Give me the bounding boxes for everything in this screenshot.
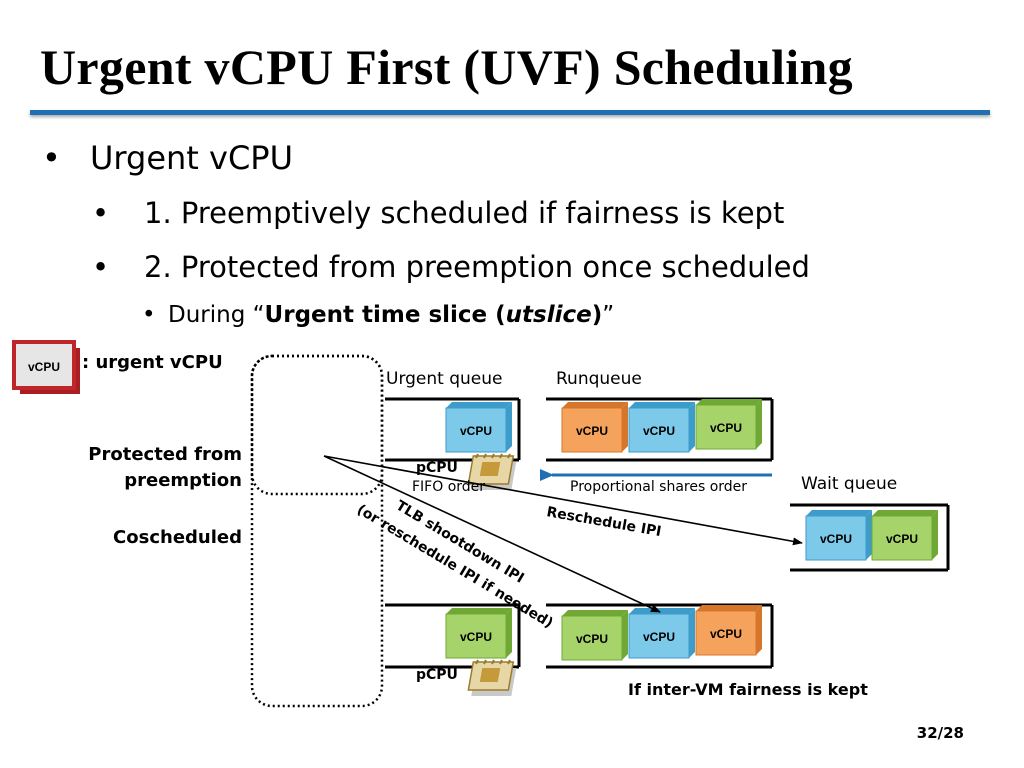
- bullet-level3-close: ): [591, 302, 603, 328]
- fifo-order-label: FIFO order: [412, 479, 486, 495]
- pcpu-label-top: pCPU: [416, 460, 458, 476]
- bullet-level2-1-text: 1. Preemptively scheduled if fairness is…: [144, 196, 785, 230]
- page-number: 32/28: [916, 724, 964, 742]
- fairness-condition-label: If inter-VM fairness is kept: [628, 680, 868, 699]
- vcpu-block-runqueue-bottom: vCPU: [628, 608, 695, 659]
- legend-text: : urgent vCPU: [82, 352, 223, 373]
- vcpu-block-wait-queue: vCPU: [805, 510, 872, 561]
- pcpu-chip-icon: [467, 453, 517, 490]
- wait-queue: [790, 503, 950, 572]
- bullet-level1-text: Urgent vCPU: [90, 139, 294, 177]
- proportional-order-label: Proportional shares order: [570, 479, 748, 495]
- vcpu-text: vCPU: [576, 632, 608, 646]
- bullet-level2-2: •2. Protected from preemption once sched…: [92, 250, 810, 284]
- vcpu-text: vCPU: [460, 630, 492, 644]
- vcpu-text: vCPU: [820, 532, 852, 546]
- protected-label-line1: Protected from: [88, 444, 242, 465]
- urgent-queue-label: Urgent queue: [386, 369, 503, 389]
- vcpu-text: vCPU: [643, 630, 675, 644]
- vcpu-block-runqueue-top: vCPU: [628, 402, 695, 453]
- pcpu-chip-icon: [467, 659, 517, 696]
- vcpu-text: vCPU: [643, 424, 675, 438]
- bullet-level3-prefix: During “: [168, 302, 265, 328]
- coscheduled-region-outline: [250, 354, 384, 708]
- vcpu-block-runqueue-top: vCPU: [561, 402, 628, 453]
- bullet-level3-bold: Urgent time slice (: [264, 302, 506, 328]
- legend-vcpu-text: vCPU: [28, 360, 60, 374]
- vcpu-block-urgent-bottom: vCPU: [445, 608, 512, 659]
- tlb-shootdown-arrow: [323, 455, 661, 613]
- vcpu-block-wait-queue: vCPU: [871, 510, 938, 561]
- vcpu-block-runqueue-top: vCPU: [695, 399, 762, 450]
- reschedule-ipi-label: Reschedule IPI: [545, 504, 662, 540]
- pcpu-label-bottom: pCPU: [416, 667, 458, 683]
- vcpu-block-runqueue-bottom: vCPU: [695, 605, 762, 656]
- protected-label-line2: preemption: [124, 470, 242, 491]
- wait-queue-label: Wait queue: [801, 474, 898, 494]
- bullet-level2-1: •1. Preemptively scheduled if fairness i…: [92, 196, 785, 230]
- reschedule-ipi-arrow: [323, 455, 803, 546]
- vcpu-block-runqueue-bottom: vCPU: [561, 610, 628, 661]
- bullet-level2-2-text: 2. Protected from preemption once schedu…: [144, 250, 810, 284]
- bullet-level3-suffix: ”: [602, 302, 615, 328]
- title-underline: [30, 110, 990, 115]
- bullet-level1: •Urgent vCPU: [42, 139, 294, 177]
- bullet-level3: •During “Urgent time slice (utslice)”: [142, 302, 615, 328]
- vcpu-text: vCPU: [710, 421, 742, 435]
- vcpu-text: vCPU: [886, 532, 918, 546]
- vcpu-text: vCPU: [460, 424, 492, 438]
- slide-title: Urgent vCPU First (UVF) Scheduling: [40, 39, 853, 95]
- legend-urgent-vcpu-box: vCPU: [12, 340, 80, 394]
- vcpu-text: vCPU: [710, 627, 742, 641]
- vcpu-block-urgent-top: vCPU: [445, 402, 512, 453]
- runqueue-label: Runqueue: [556, 369, 642, 389]
- vcpu-text: vCPU: [576, 424, 608, 438]
- coscheduled-label: Coscheduled: [113, 527, 242, 548]
- bullet-level3-italic: utslice: [505, 302, 592, 328]
